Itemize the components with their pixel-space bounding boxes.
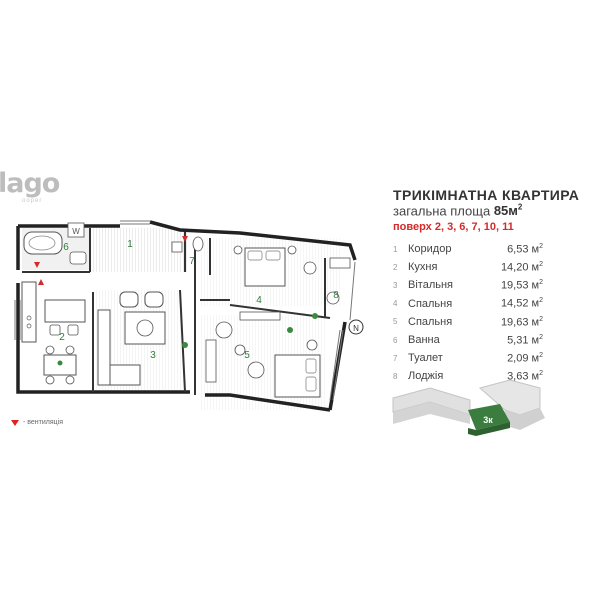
room-row-area: 3,63 м2 bbox=[507, 370, 543, 383]
side-table bbox=[234, 344, 246, 356]
coffee-table bbox=[136, 319, 154, 337]
ventilation-legend-text: - вентиляція bbox=[23, 419, 64, 426]
room-row-name: Лоджія bbox=[408, 370, 444, 383]
pillow bbox=[247, 250, 263, 261]
nightstand bbox=[233, 245, 243, 255]
room-number: 8 bbox=[333, 290, 339, 301]
pillow bbox=[305, 358, 317, 374]
room-row-area: 6,53 м2 bbox=[507, 242, 543, 256]
pillow bbox=[265, 250, 281, 261]
room-row-number: 4 bbox=[393, 299, 398, 309]
loggia-chair bbox=[326, 291, 340, 305]
room-row: 8 Лоджія 3,63 м2 bbox=[393, 367, 543, 385]
room-number: 2 bbox=[59, 332, 65, 343]
building-label: 3к bbox=[483, 415, 493, 425]
room-row-number: 7 bbox=[393, 353, 398, 363]
compass bbox=[348, 319, 364, 335]
room-row-name: Спальня bbox=[408, 297, 453, 310]
nightstand bbox=[306, 339, 318, 351]
chair bbox=[65, 375, 75, 385]
inner-walls bbox=[22, 228, 331, 395]
room-row-area: 14,20 м2 bbox=[500, 260, 543, 274]
nightstand bbox=[287, 245, 297, 255]
room-number: 6 bbox=[63, 242, 69, 253]
room-row-name: Ванна bbox=[408, 334, 440, 347]
room-row-area: 5,31 м2 bbox=[507, 333, 543, 347]
total-area-label: загальна площа bbox=[393, 203, 491, 219]
hob-burner bbox=[26, 315, 32, 321]
room-row: 3 Вітальня 19,53 м2 bbox=[393, 276, 543, 294]
room-row: 2 Кухня 14,20 м2 bbox=[393, 258, 543, 276]
plants bbox=[57, 313, 318, 366]
desk bbox=[205, 339, 217, 383]
room-row-area: 14,52 м2 bbox=[500, 297, 543, 310]
loggia-bench bbox=[329, 257, 351, 269]
sofa-chaise bbox=[109, 364, 141, 386]
room-row-name: Туалет bbox=[408, 352, 443, 365]
rooms-table: 1 Коридор 6,53 м2 2 Кухня 14,20 м2 3 Віт… bbox=[393, 240, 543, 386]
floors-list: поверх 2, 3, 6, 7, 10, 11 bbox=[393, 221, 514, 233]
apartment-title: ТРИКІМНАТНА КВАРТИРА bbox=[393, 187, 580, 203]
room-number: 1 bbox=[127, 239, 133, 250]
room-number: 4 bbox=[256, 295, 262, 306]
room-row-number: 5 bbox=[393, 317, 398, 327]
armchair-round bbox=[247, 361, 265, 379]
washer-label: W bbox=[72, 227, 80, 236]
room-row: 6 Ванна 5,31 м2 bbox=[393, 331, 543, 349]
room-row-number: 8 bbox=[393, 371, 398, 381]
bathtub-basin bbox=[28, 235, 56, 251]
chair bbox=[65, 345, 75, 355]
total-area: загальна площа 85м2 bbox=[393, 203, 522, 218]
stool bbox=[49, 324, 61, 336]
room-row: 5 Спальня 19,63 м2 bbox=[393, 313, 543, 331]
bathtub bbox=[23, 231, 63, 255]
ventilation-icon bbox=[11, 419, 19, 426]
armchair bbox=[119, 291, 139, 308]
room-row-name: Вітальня bbox=[408, 279, 453, 292]
compass-label: N bbox=[353, 324, 359, 333]
room-row-area: 19,53 м2 bbox=[500, 279, 543, 292]
kitchen-counter bbox=[21, 281, 37, 343]
room-row-name: Кухня bbox=[408, 261, 438, 274]
room-numbers: 1 2 3 4 5 6 7 8 bbox=[59, 239, 339, 361]
armchair bbox=[144, 291, 164, 308]
room-row-number: 6 bbox=[393, 335, 398, 345]
brand-subtitle: ooper bbox=[22, 198, 43, 204]
room-row-area: 19,63 м2 bbox=[500, 315, 543, 329]
room-row-number: 1 bbox=[393, 244, 398, 254]
room-row: 7 Туалет 2,09 м2 bbox=[393, 349, 543, 367]
room-number: 3 bbox=[150, 350, 156, 361]
hob-burner bbox=[26, 323, 32, 329]
room-row-name: Коридор bbox=[408, 243, 452, 256]
total-area-value: 85м2 bbox=[493, 203, 523, 219]
wardrobe bbox=[239, 311, 281, 321]
sink bbox=[69, 251, 87, 265]
room-row: 4 Спальня 14,52 м2 bbox=[393, 295, 543, 313]
stool bbox=[67, 324, 79, 336]
toilet bbox=[192, 236, 204, 252]
room-row-area: 2,09 м2 bbox=[507, 351, 543, 365]
sofa bbox=[97, 309, 111, 386]
room-row-name: Спальня bbox=[408, 315, 453, 328]
room-number: 7 bbox=[189, 256, 195, 267]
chair bbox=[45, 375, 55, 385]
room-row-number: 2 bbox=[393, 262, 398, 272]
ventilation-legend: - вентиляція bbox=[11, 419, 63, 426]
toilet-sink bbox=[171, 241, 183, 253]
washer bbox=[67, 222, 85, 238]
kitchen-island bbox=[44, 299, 86, 323]
side-chair bbox=[303, 261, 317, 275]
room-row-number: 3 bbox=[393, 280, 398, 290]
brand-logo: lago bbox=[0, 168, 60, 199]
chair bbox=[45, 345, 55, 355]
pillow bbox=[305, 376, 317, 392]
windows bbox=[14, 220, 356, 401]
room-row: 1 Коридор 6,53 м2 bbox=[393, 240, 543, 258]
ventilation-markers bbox=[34, 236, 188, 285]
room-number: 5 bbox=[244, 350, 250, 361]
armchair-round bbox=[215, 321, 233, 339]
building-keyplan: 3к bbox=[392, 379, 545, 436]
